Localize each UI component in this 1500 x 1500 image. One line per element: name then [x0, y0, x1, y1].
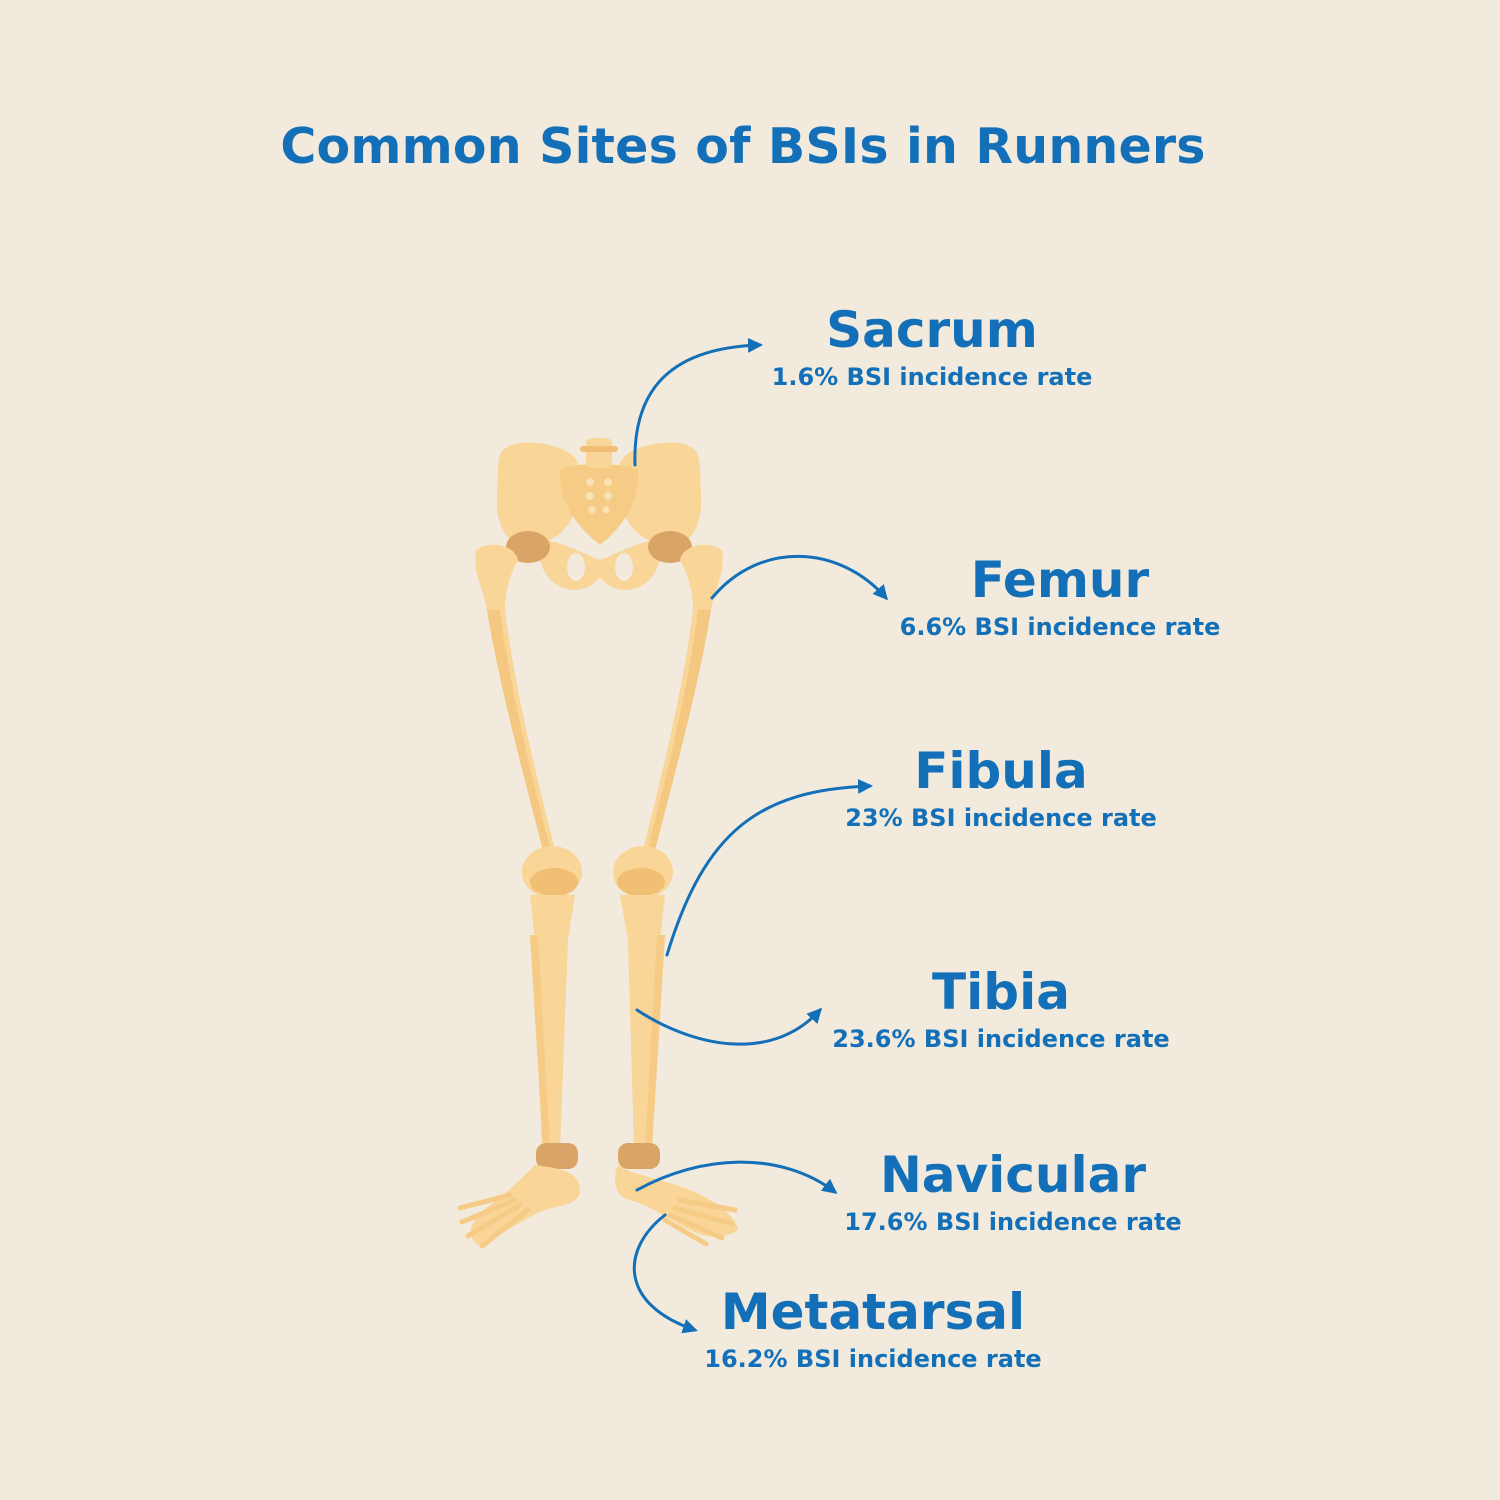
femur-rate: 6.6% BSI incidence rate — [899, 613, 1221, 641]
tibia-name: Tibia — [932, 963, 1070, 1021]
right-leg — [613, 544, 738, 1247]
navicular-rate: 17.6% BSI incidence rate — [844, 1208, 1182, 1236]
navicular-label: Navicular 17.6% BSI incidence rate — [813, 1145, 1213, 1237]
tibia-arrow — [635, 1007, 823, 1046]
pelvis — [496, 438, 702, 590]
tibia-label: Tibia 23.6% BSI incidence rate — [801, 962, 1201, 1054]
metatarsal-arrow — [632, 1213, 698, 1334]
left-leg — [457, 544, 582, 1249]
metatarsal-label: Metatarsal 16.2% BSI incidence rate — [673, 1282, 1073, 1374]
metatarsal-name: Metatarsal — [720, 1283, 1026, 1341]
sacrum-label: Sacrum 1.6% BSI incidence rate — [732, 300, 1132, 392]
navicular-arrow — [635, 1160, 838, 1194]
fibula-arrow — [665, 778, 873, 957]
femur-label: Femur 6.6% BSI incidence rate — [860, 550, 1260, 642]
sacrum-arrow — [633, 337, 763, 467]
metatarsal-rate: 16.2% BSI incidence rate — [704, 1345, 1042, 1373]
fibula-label: Fibula 23% BSI incidence rate — [801, 741, 1201, 833]
fibula-rate: 23% BSI incidence rate — [845, 804, 1157, 832]
femur-arrow — [710, 554, 888, 601]
sacrum-name: Sacrum — [826, 301, 1038, 359]
page-title: Common Sites of BSIs in Runners — [280, 118, 1206, 175]
fibula-name: Fibula — [914, 742, 1088, 800]
navicular-name: Navicular — [879, 1146, 1147, 1204]
femur-name: Femur — [970, 551, 1150, 609]
tibia-rate: 23.6% BSI incidence rate — [832, 1025, 1170, 1053]
sacrum-rate: 1.6% BSI incidence rate — [771, 363, 1093, 391]
